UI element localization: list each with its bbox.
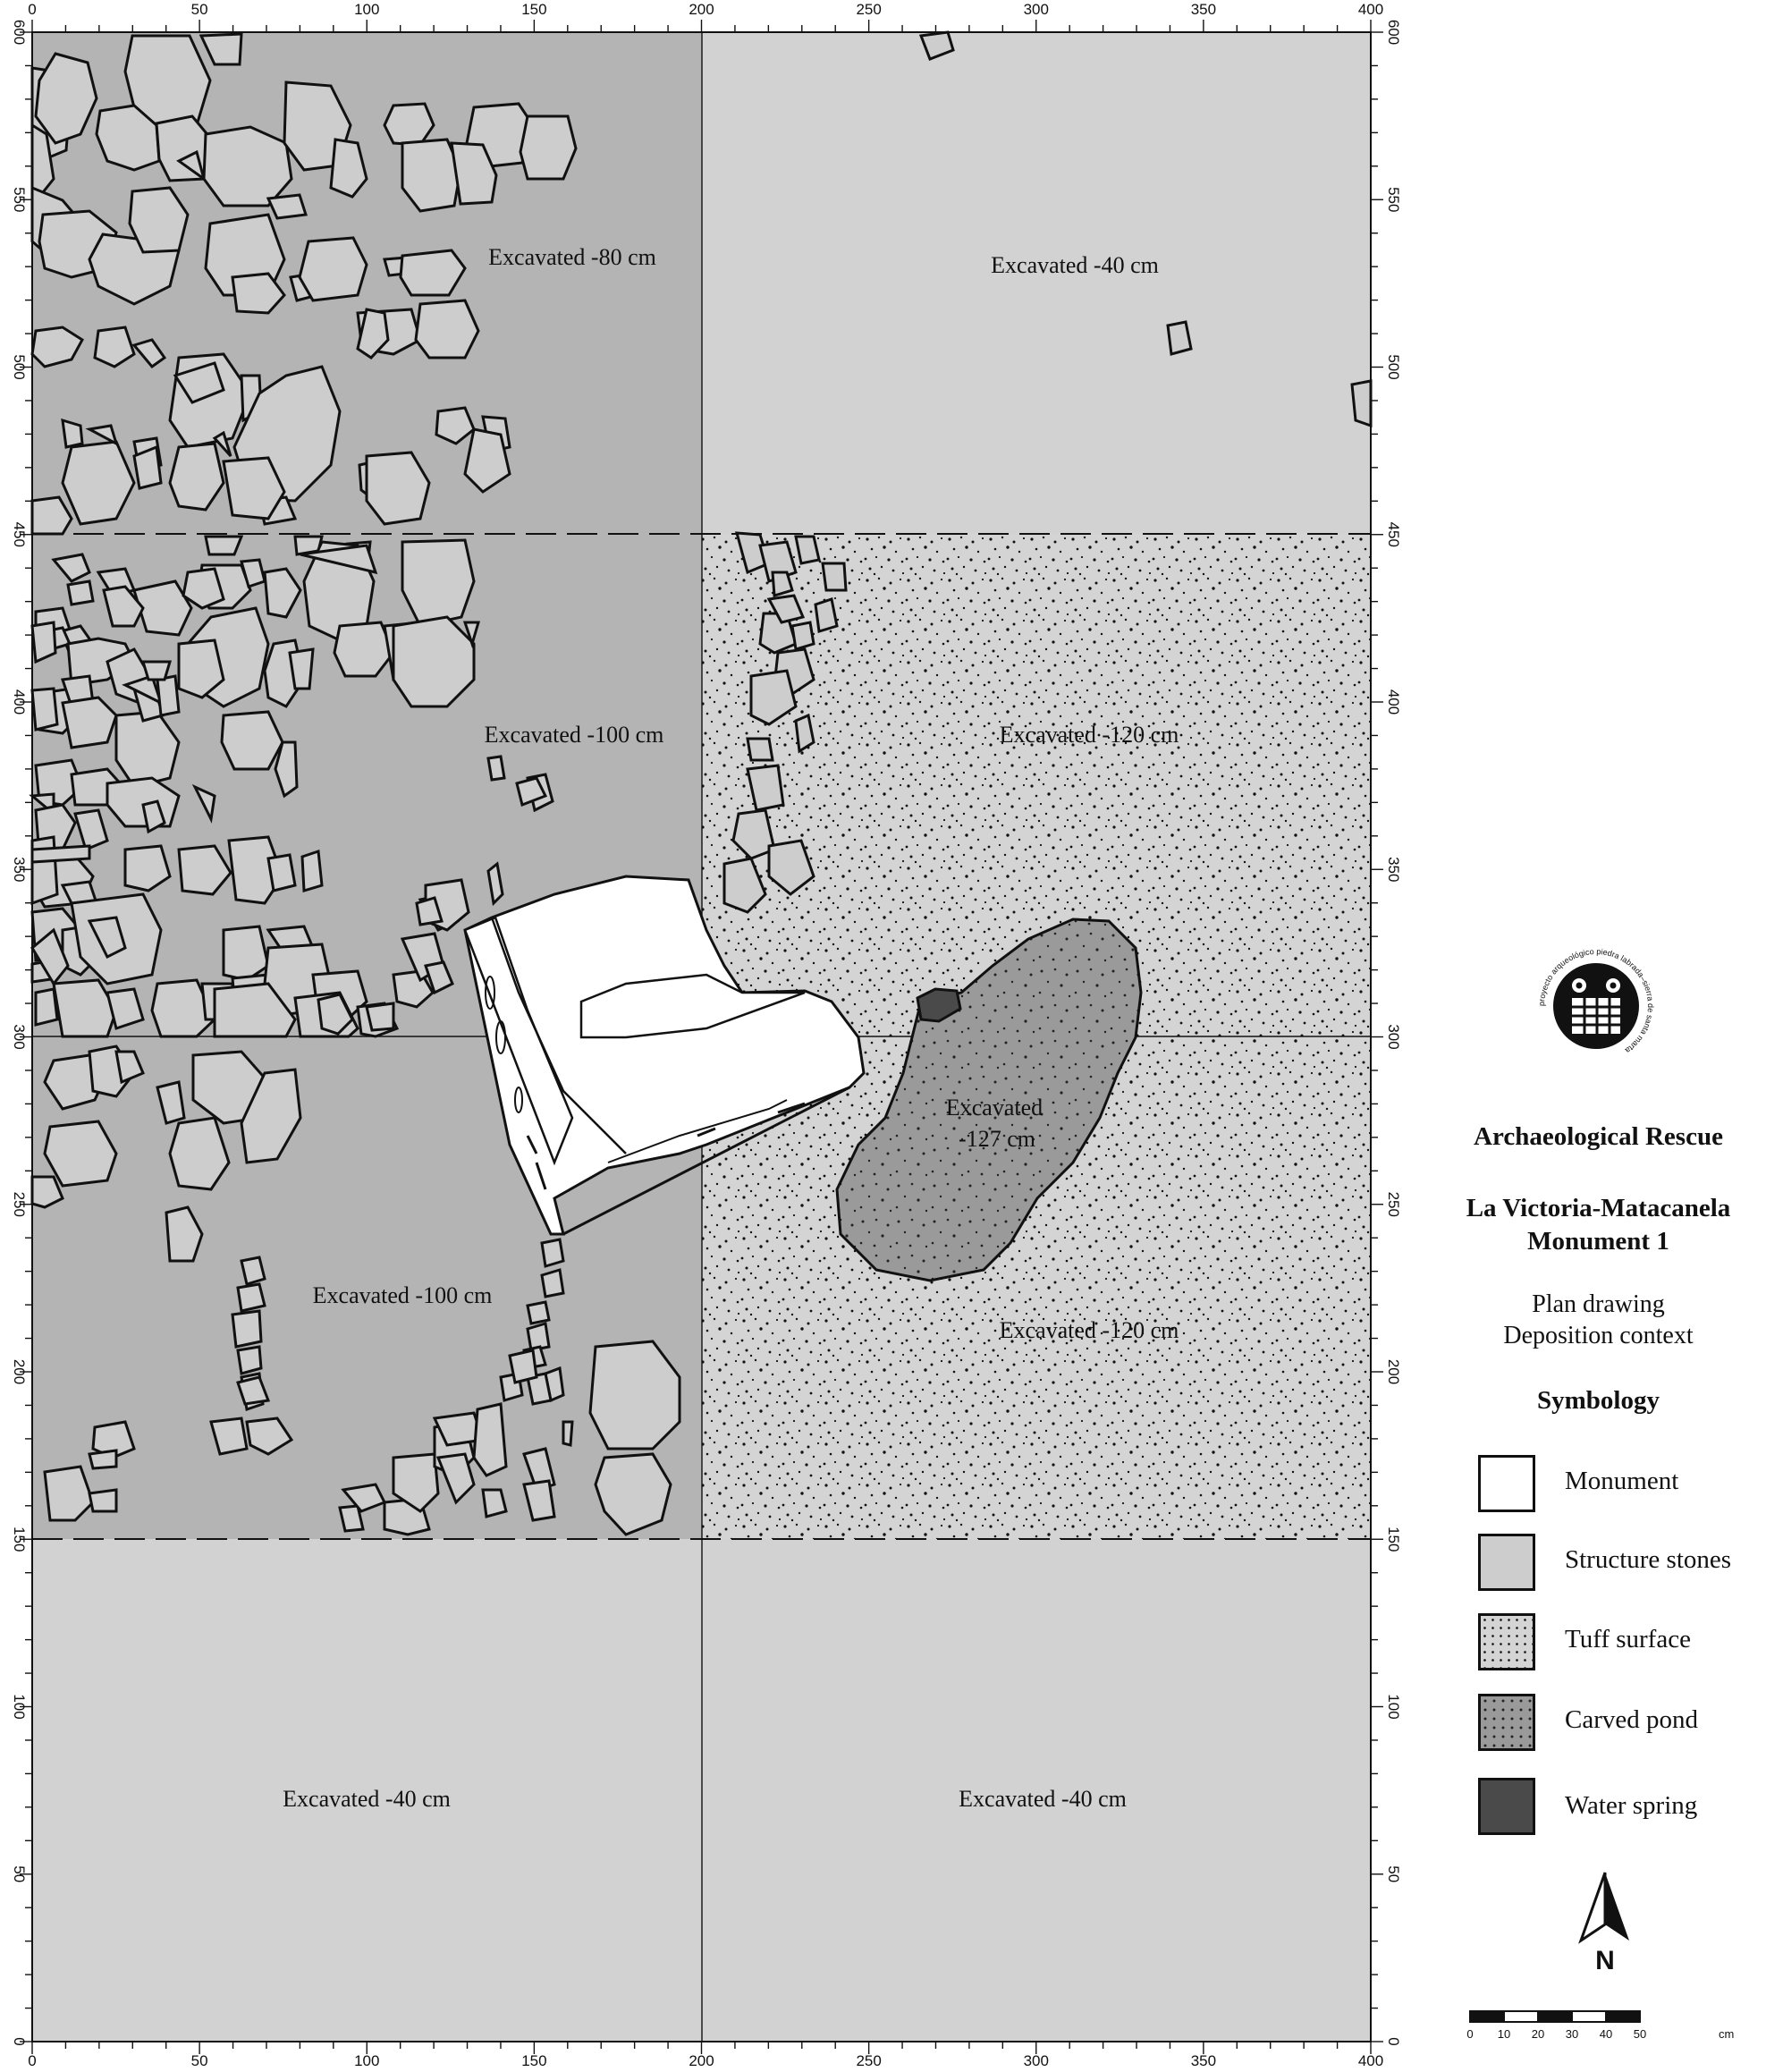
legend-label-water-spring: Water spring: [1565, 1791, 1698, 1820]
zone-label-ne-mid: Excavated -120 cm: [1000, 722, 1179, 748]
y-tick-label-left: 200: [11, 1359, 28, 1384]
y-tick-label-left: 150: [11, 1527, 28, 1552]
carved-pond: [835, 918, 1143, 1282]
legend-swatch-tuff-surface: [1478, 1613, 1535, 1670]
y-tick-label-right: 350: [1385, 857, 1402, 882]
zone-label-se-mid: Excavated -120 cm: [1000, 1317, 1179, 1343]
x-tick-label-top: 150: [521, 1, 546, 18]
legend-label-monument: Monument: [1565, 1467, 1679, 1495]
legend-swatch-structure-stones: [1478, 1534, 1535, 1591]
scale-tick-label: 30: [1566, 2027, 1578, 2041]
scale-segment: [1469, 2010, 1505, 2023]
legend-label-structure-stones: Structure stones: [1565, 1545, 1732, 1574]
y-tick-label-left: 250: [11, 1192, 28, 1217]
axis-tick-labels: 0050501001001501502002002502503003003503…: [11, 1, 1402, 2069]
scale-tick-label: 10: [1498, 2027, 1510, 2041]
scale-bar: 0 10 20 30 40 50 cm: [1466, 2010, 1734, 2041]
legend-title: Archaeological Rescue: [1474, 1122, 1723, 1151]
x-tick-label-top: 100: [354, 1, 379, 18]
y-tick-label-right: 600: [1385, 20, 1402, 45]
legend-monument-name: Monument 1: [1527, 1227, 1669, 1256]
legend-label-tuff-surface: Tuff surface: [1565, 1625, 1691, 1653]
x-tick-label-top: 300: [1024, 1, 1049, 18]
scale-segment: [1605, 2010, 1641, 2023]
x-tick-label-top: 400: [1358, 1, 1383, 18]
legend-symbology-heading: Symbology: [1537, 1386, 1660, 1415]
scale-unit-label: cm: [1719, 2027, 1734, 2041]
scale-tick-label: 50: [1634, 2027, 1646, 2041]
water-spring: [916, 987, 962, 1023]
y-tick-label-left: 550: [11, 187, 28, 212]
x-tick-label-bottom: 400: [1358, 2052, 1383, 2069]
y-tick-label-right: 200: [1385, 1359, 1402, 1384]
scale-tick-label: 40: [1600, 2027, 1612, 2041]
zone-label-pond-1: Excavated: [946, 1095, 1043, 1121]
y-tick-label-right: 400: [1385, 689, 1402, 715]
y-tick-label-right: 50: [1385, 1865, 1402, 1882]
y-tick-label-left: 600: [11, 20, 28, 45]
x-tick-label-bottom: 250: [856, 2052, 881, 2069]
legend-label-carved-pond: Carved pond: [1565, 1705, 1698, 1734]
y-tick-label-right: 300: [1385, 1024, 1402, 1049]
y-tick-label-right: 100: [1385, 1694, 1402, 1719]
structure-stones: [29, 30, 1373, 1536]
axis-ticks: [20, 20, 1383, 2054]
zone-label-pond-2: -127 cm: [959, 1126, 1035, 1152]
unit-se-bottom: [702, 1539, 1371, 2042]
y-tick-label-left: 300: [11, 1024, 28, 1049]
y-tick-label-left: 400: [11, 689, 28, 715]
x-tick-label-top: 50: [191, 1, 208, 18]
y-tick-label-right: 150: [1385, 1527, 1402, 1552]
legend-subtitle-2: Deposition context: [1503, 1322, 1694, 1349]
x-tick-label-bottom: 300: [1024, 2052, 1049, 2069]
y-tick-label-right: 450: [1385, 522, 1402, 547]
unit-ne-top: [702, 32, 1371, 534]
zone-label-sw-bottom: Excavated -40 cm: [283, 1786, 451, 1812]
legend-swatch-monument: [1478, 1455, 1535, 1512]
y-tick-label-left: 500: [11, 354, 28, 379]
x-tick-label-bottom: 200: [689, 2052, 714, 2069]
scale-tick-label: 20: [1532, 2027, 1544, 2041]
unit-sw-bottom: [32, 1539, 702, 2042]
legend-subtitle-1: Plan drawing: [1532, 1290, 1665, 1318]
x-tick-label-top: 350: [1191, 1, 1216, 18]
y-tick-label-right: 0: [1385, 2037, 1402, 2045]
monument: [463, 875, 866, 1236]
legend-swatch-water-spring: [1478, 1778, 1535, 1835]
x-tick-label-bottom: 0: [28, 2052, 36, 2069]
x-tick-label-bottom: 150: [521, 2052, 546, 2069]
north-label: N: [1595, 1946, 1615, 1975]
y-tick-label-right: 250: [1385, 1192, 1402, 1217]
project-seal-icon: proyecto arqueológico piedra labrada–sie…: [1538, 948, 1654, 1055]
x-tick-label-bottom: 100: [354, 2052, 379, 2069]
zone-label-nw-top: Excavated -80 cm: [488, 244, 656, 270]
scale-tick-label: 0: [1466, 2027, 1473, 2041]
north-arrow-icon: N: [1578, 1872, 1629, 1975]
x-tick-label-top: 250: [856, 1, 881, 18]
y-tick-label-left: 0: [11, 2037, 28, 2045]
y-tick-label-left: 450: [11, 522, 28, 547]
y-tick-label-right: 500: [1385, 354, 1402, 379]
zone-label-ne-top: Excavated -40 cm: [991, 252, 1159, 278]
zone-label-se-bottom: Excavated -40 cm: [959, 1786, 1127, 1812]
x-tick-label-top: 0: [28, 1, 36, 18]
x-tick-label-top: 200: [689, 1, 714, 18]
y-tick-label-left: 50: [11, 1865, 28, 1882]
zone-label-sw-mid: Excavated -100 cm: [313, 1282, 493, 1308]
legend-swatch-carved-pond: [1478, 1694, 1535, 1751]
legend-site-name: La Victoria-Matacanela: [1466, 1194, 1731, 1222]
x-tick-label-bottom: 50: [191, 2052, 208, 2069]
y-tick-label-left: 100: [11, 1694, 28, 1719]
scale-segment: [1537, 2010, 1573, 2023]
zone-label-nw-mid: Excavated -100 cm: [485, 722, 664, 748]
scale-segment: [1503, 2010, 1539, 2023]
y-tick-label-right: 550: [1385, 187, 1402, 212]
scale-segment: [1571, 2010, 1607, 2023]
x-tick-label-bottom: 350: [1191, 2052, 1216, 2069]
y-tick-label-left: 350: [11, 857, 28, 882]
